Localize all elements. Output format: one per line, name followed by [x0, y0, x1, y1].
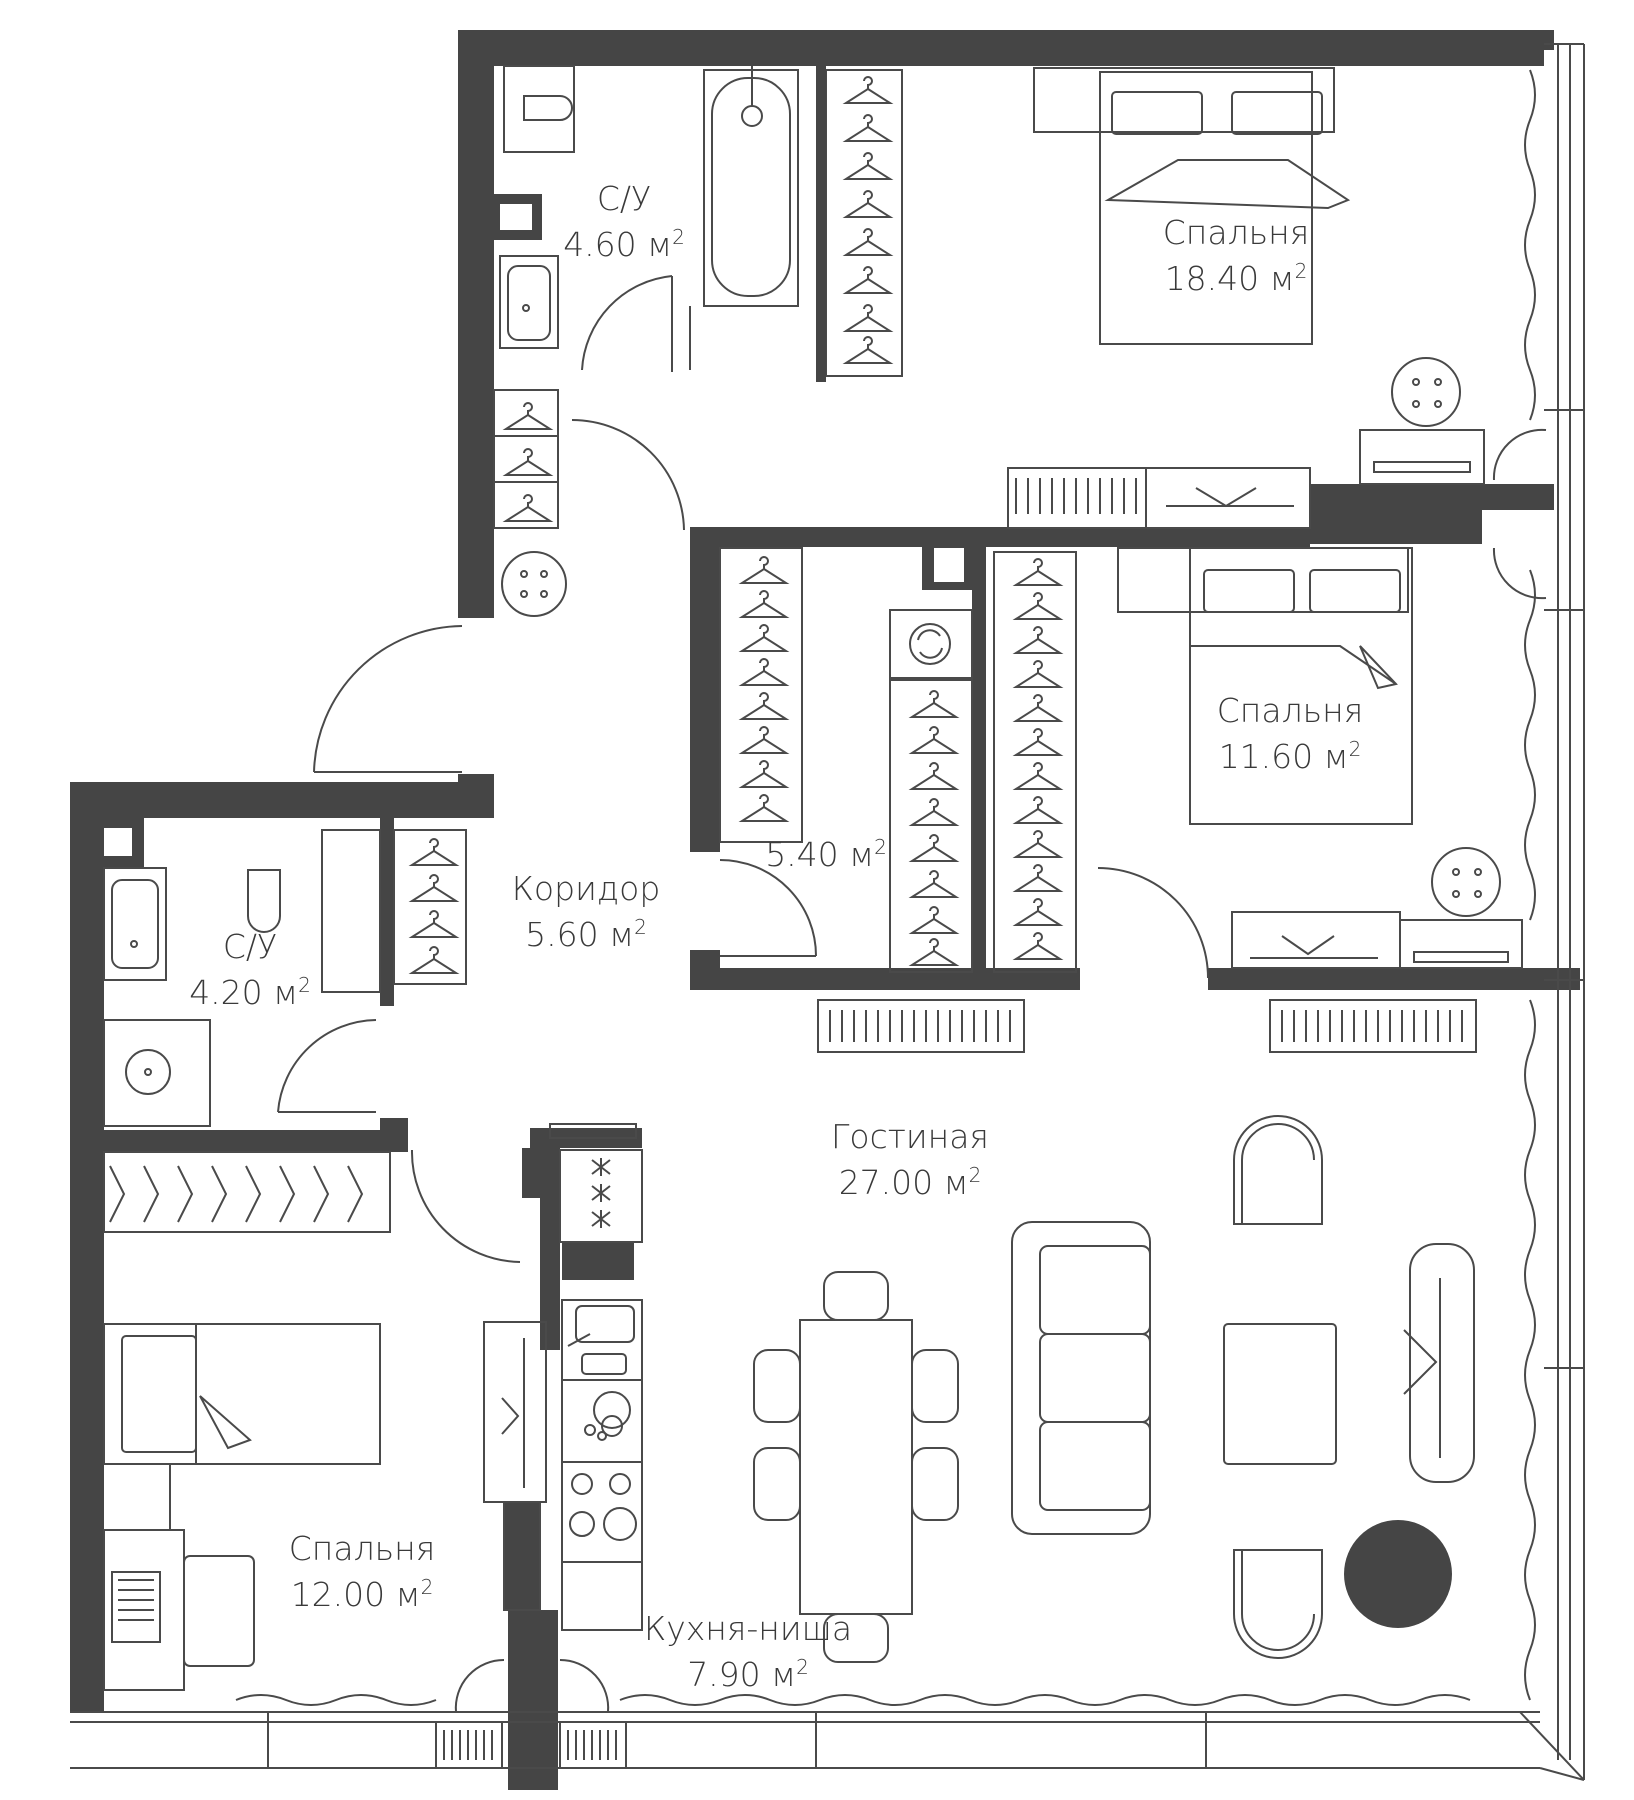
bath2-fixtures — [103, 829, 381, 1127]
room-label-bedroom1: Спальня 18.40 м2 — [1163, 210, 1310, 302]
room-name: Спальня — [1162, 213, 1310, 252]
wardrobe-walkin — [719, 547, 1077, 973]
room-area: 5.60 м2 — [525, 915, 647, 954]
room-label-bedroom2: Спальня 11.60 м2 — [1217, 688, 1364, 780]
room-area: 4.20 м2 — [189, 973, 311, 1012]
wardrobe-corridor-low — [393, 829, 467, 985]
walls — [70, 30, 1580, 1790]
room-label-living: Гостиная 27.00 м2 — [831, 1114, 989, 1206]
wardrobe-bedroom3 — [103, 1151, 391, 1233]
room-label-bath1: С/У 4.60 м2 — [563, 176, 685, 268]
bath1-fixtures — [499, 65, 799, 370]
room-area: 27.00 м2 — [838, 1163, 982, 1202]
living-furniture — [753, 1115, 1475, 1663]
room-area: 4.60 м2 — [563, 225, 685, 264]
room-label-wardrobe: 5.40 м2 — [765, 832, 887, 878]
room-label-kitchen: Кухня-ниша 7.90 м2 — [644, 1606, 852, 1698]
wardrobe-corridor-top — [493, 389, 559, 529]
room-name: Гостиная — [831, 1117, 989, 1156]
room-name: Коридор — [511, 869, 661, 908]
room-area: 18.40 м2 — [1164, 259, 1308, 298]
radiators — [817, 999, 1477, 1053]
room-area: 5.40 м2 — [765, 835, 887, 874]
bottom-sill-details — [435, 1721, 627, 1769]
room-area: 12.00 м2 — [290, 1575, 434, 1614]
room-label-corridor: Коридор 5.60 м2 — [512, 866, 661, 958]
plant-pot — [1344, 1520, 1452, 1628]
doors — [277, 275, 1547, 1713]
room-label-bath2: С/У 4.20 м2 — [189, 924, 311, 1016]
corridor-furniture — [501, 551, 567, 617]
wardrobe-bedroom1 — [816, 66, 903, 382]
room-name: Кухня-ниша — [643, 1609, 853, 1648]
room-area: 7.90 м2 — [687, 1655, 809, 1694]
room-name: С/У — [222, 927, 278, 966]
bedroom3-furniture — [103, 1323, 381, 1691]
room-name: С/У — [596, 179, 652, 218]
windows — [70, 43, 1585, 1781]
bedroom2-furniture — [1117, 547, 1523, 969]
room-name: Спальня — [1216, 691, 1364, 730]
room-label-bedroom3: Спальня 12.00 м2 — [289, 1526, 436, 1618]
room-name: Спальня — [288, 1529, 436, 1568]
room-area: 11.60 м2 — [1218, 737, 1362, 776]
kitchen-units — [483, 1123, 643, 1631]
bedroom1-furniture — [1007, 67, 1485, 529]
